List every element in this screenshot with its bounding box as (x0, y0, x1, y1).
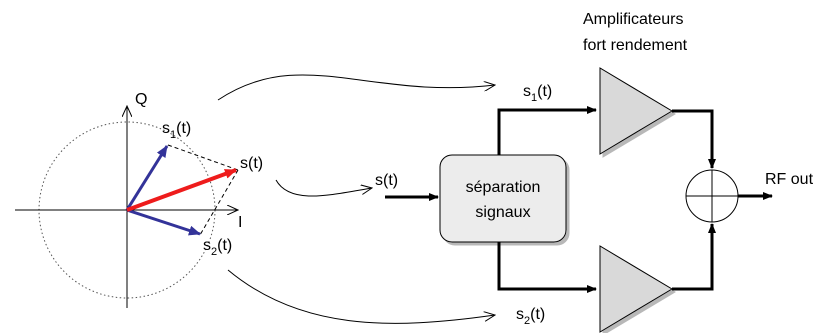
top-amplifier (599, 67, 673, 155)
top-output-label: s1(t) (523, 83, 552, 104)
s-vector (126, 168, 237, 212)
s2-vector (126, 208, 201, 236)
input-signal-label: s(t) (375, 172, 398, 189)
bottom-amp-output-wire (672, 223, 716, 291)
curve-arrow-top (217, 74, 495, 101)
top-branch-wire (497, 106, 597, 155)
top-amp-output-wire (672, 109, 716, 169)
amplifiers-title-line1: Amplificateurs (583, 11, 683, 28)
bottom-branch-wire (497, 242, 597, 293)
combiner-sum-node (685, 169, 739, 223)
separation-box (439, 154, 567, 243)
q-axis-label: Q (135, 91, 147, 108)
separation-label-line1: séparation (466, 179, 541, 196)
amplifiers-title-line2: fort rendement (583, 37, 688, 54)
bottom-amplifier (599, 245, 673, 333)
dashed-projection-bottom (199, 169, 239, 236)
phasor-diagram: Q I s1(t) s(t) s2(t) (15, 91, 263, 308)
separation-label-line2: signaux (475, 204, 530, 221)
bottom-output-label: s2(t) (516, 306, 545, 327)
i-axis-label: I (238, 214, 242, 231)
s-vector-label: s(t) (240, 155, 263, 172)
s1-vector-label: s1(t) (162, 120, 191, 141)
curve-arrow-bottom (227, 269, 495, 324)
dashed-projection-top (167, 144, 239, 171)
s2-vector-label: s2(t) (203, 237, 232, 258)
curve-arrow-middle (275, 179, 372, 197)
separation-block: séparation signaux (439, 154, 567, 243)
rf-out-label: RF out (765, 171, 814, 188)
s1-vector (125, 145, 169, 211)
